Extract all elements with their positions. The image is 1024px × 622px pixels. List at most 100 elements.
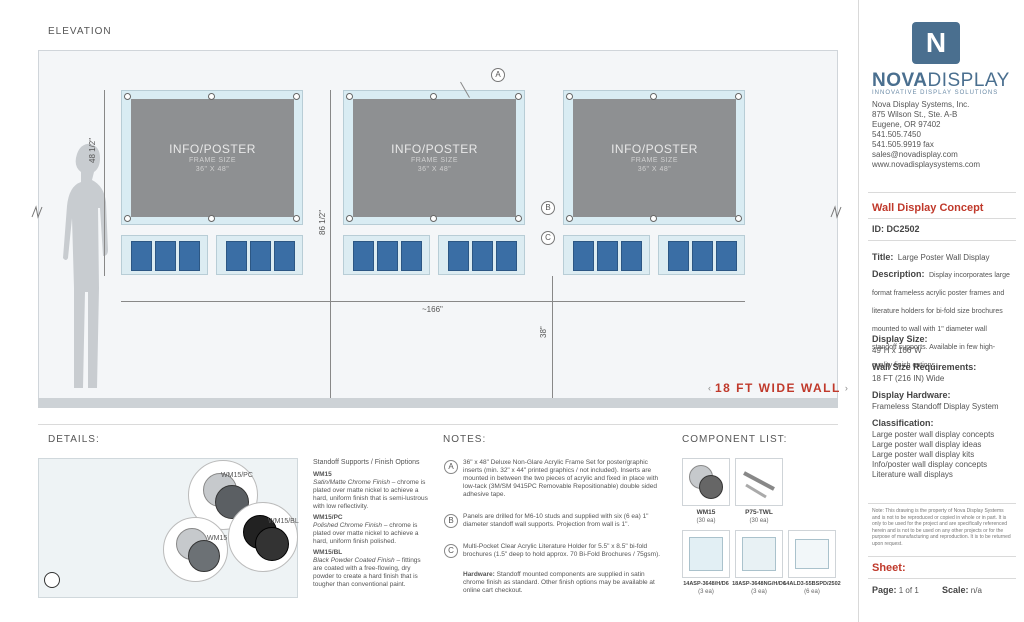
page-info: Page: 1 of 1 [872,585,919,596]
standoff-dot [208,93,215,100]
option-name: Black Powder Coated Finish [313,557,395,564]
component-wm15-image [682,458,730,506]
poster-graphic-2: INFO/POSTER FRAME SIZE 36" X 48" [353,99,516,217]
dim-line-total [330,90,331,398]
dim-floor: 38" [539,326,548,338]
dim-height-display: 48 1/2" [88,137,97,163]
literature-holder [121,235,208,275]
classification-item: Large poster wall display concepts [872,430,995,439]
literature-holder [563,235,650,275]
option-code: WM15/BL [313,549,343,556]
callout-b: B [541,201,555,215]
callout-c: C [541,231,555,245]
page-label: Page: [872,585,897,595]
wm15bl-circle [228,502,298,572]
company-address: Nova Display Systems, Inc. 875 Wilson St… [872,100,980,170]
dim-line-floor [552,276,553,398]
standoff-dot [208,215,215,222]
standoff-dot [124,215,131,222]
wall-size-value: 18 FT (216 IN) Wide [872,374,945,383]
standoff-dot [346,215,353,222]
size-value: 49"H x 166"W [872,346,922,355]
address-line: sales@novadisplay.com [872,150,958,159]
standoff-dot [735,215,742,222]
standoff-dot [566,215,573,222]
standoff-dot [566,93,573,100]
classification-label: Classification: [872,418,934,428]
nova-logo-icon: N [912,22,960,64]
note-letter-c: C [444,544,458,558]
standoff-dot [650,93,657,100]
component-frame-image [682,530,730,578]
description-value: Display incorporates large format framel… [872,272,1010,369]
brand-bold: NOVA [872,70,928,91]
component-name: 14ALD3-55BSPD/2502 [783,581,841,587]
wm15-label: WM15 [207,535,228,542]
component-qty: (3 ea) [698,589,714,595]
poster-title: INFO/POSTER [391,142,478,156]
title-block-divider [858,0,859,622]
classification-item: Large poster wall display kits [872,450,975,459]
option-code: WM15/PC [313,514,343,521]
title-value: Large Poster Wall Display [897,253,990,262]
poster-graphic-3: INFO/POSTER FRAME SIZE 36" X 48" [573,99,736,217]
component-name: P75-TWL [745,509,773,516]
scale-label: Scale: [942,585,969,595]
notes-title: NOTES: [443,434,487,445]
literature-holder [658,235,745,275]
address-line: 541.505.7450 [872,130,921,139]
concept-heading: Wall Display Concept [872,202,984,214]
elevation-title: ELEVATION [48,26,112,37]
concept-description: Description: Display incorporates large … [872,264,1012,372]
hardware-note: Hardware: Standoff mounted components ar… [463,571,668,595]
note-text-b: Panels are drilled for M6-10 studs and s… [463,513,649,528]
address-line: Nova Display Systems, Inc. [872,100,970,109]
standoff-dot [346,93,353,100]
hardware-value: Frameless Standoff Display System [872,402,999,411]
wall-size-label: Wall Size Requirements: [872,362,977,372]
standoff-dot [430,93,437,100]
wm15bl-label: WM15/BL [268,518,299,525]
scale-value: n/a [970,586,982,595]
hardware-note-text: Standoff mounted components are supplied… [463,571,655,594]
wall-break-left-icon [31,205,43,219]
component-qty: (30 ea) [696,518,716,524]
classification-item: Info/poster wall display concepts [872,460,988,469]
arrow-left-icon: ‹ [708,383,711,393]
address-line: 875 Wilson St., Ste. A-B [872,110,958,119]
poster-frame-2: INFO/POSTER FRAME SIZE 36" X 48" [343,90,525,225]
note-text-c: Multi-Pocket Clear Acrylic Literature Ho… [463,543,661,558]
poster-size-value: 36" X 48" [637,166,672,173]
component-name: WM15 [696,509,716,516]
option-code: WM15 [313,471,332,478]
poster-graphic-1: INFO/POSTER FRAME SIZE 36" X 48" [131,99,294,217]
note-letter-b: B [444,514,458,528]
standoff-dot [515,93,522,100]
option-name: Satin/Matte Chrome Finish [313,479,390,486]
disclaimer: Note: This drawing is the property of No… [872,508,1011,547]
page-value: 1 of 1 [898,586,919,595]
component-qty: (30 ea) [749,518,769,524]
literature-holder [438,235,525,275]
standoff-detail-icon [44,572,60,588]
address-line: Eugene, OR 97402 [872,120,941,129]
poster-size-label: FRAME SIZE [410,157,458,164]
address-line: www.novadisplaysystems.com [872,160,981,169]
screw-anchor-icon [743,471,775,499]
concept-id: ID: DC2502 [872,224,920,234]
callout-a: A [491,68,505,82]
component-qty: (6 ea) [804,589,820,595]
standoff-dot [124,93,131,100]
wm15pc-circle [188,460,258,530]
standoff-heading: Standoff Supports / Finish Options [313,459,420,466]
standoff-options: Standoff Supports / Finish Options WM15 … [313,459,431,589]
component-name: 18ASP-3648NG/H/D6 [732,581,786,587]
classification-item: Large poster wall display ideas [872,440,982,449]
concept-title: Title: Large Poster Wall Display [872,247,990,265]
component-literature-image [788,530,836,578]
poster-size-label: FRAME SIZE [188,157,236,164]
option-desc: – fittings are coated with a free-flowin… [313,557,421,588]
note-letter-a: A [444,460,458,474]
brand-name: NOVADISPLAY [872,70,1010,92]
brand-tagline: INNOVATIVE DISPLAY SOLUTIONS [872,90,999,96]
